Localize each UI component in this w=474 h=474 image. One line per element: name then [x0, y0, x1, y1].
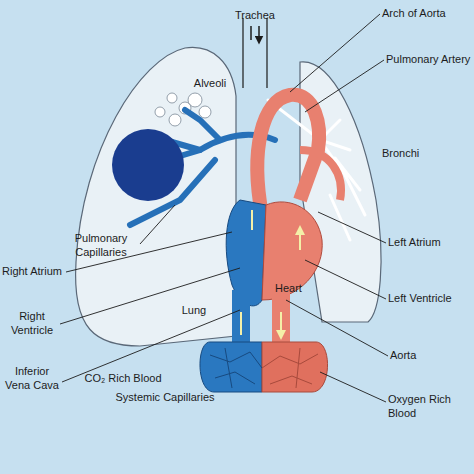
pulmonary-vein [300, 150, 341, 200]
part-label: Left Atrium [388, 235, 468, 249]
part-label: Lung [176, 303, 212, 317]
part-label: Alveoli [180, 76, 240, 90]
part-label: CO₂ Rich Blood [78, 371, 168, 385]
capillary-bed [112, 129, 184, 201]
capillary-network [262, 348, 318, 388]
flow-arrows [241, 312, 281, 335]
part-label: Pulmonary Capillaries [60, 231, 142, 259]
part-label: Right Atrium [2, 264, 74, 278]
part-label: Left Ventricle [388, 291, 472, 305]
part-label: Inferior Vena Cava [2, 364, 62, 392]
systemic-arterial-bed [262, 342, 328, 392]
air-arrows [251, 26, 259, 40]
heart-left-side [262, 202, 322, 300]
part-label: Right Ventricle [4, 309, 60, 337]
trachea-tube [243, 18, 267, 88]
systemic-venous-bed [200, 342, 262, 392]
part-label: Arch of Aorta [382, 6, 472, 20]
part-label: Aorta [390, 348, 440, 362]
left-lung [76, 47, 236, 346]
part-label: Oxygen Rich Blood [388, 392, 458, 420]
part-label: Bronchi [382, 146, 442, 160]
capillary-network [210, 348, 262, 388]
part-label: Systemic Capillaries [100, 390, 230, 404]
leader-line [60, 14, 388, 402]
part-label: Heart [275, 281, 315, 295]
part-label: Pulmonary Artery [386, 52, 474, 66]
part-label: Trachea [230, 8, 280, 22]
flow-arrows [252, 210, 300, 250]
